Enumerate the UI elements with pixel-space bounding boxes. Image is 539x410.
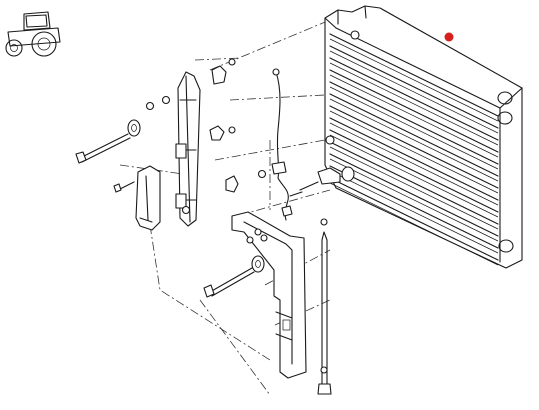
condenser-tube [329,165,499,249]
condenser-tube [329,81,499,165]
condenser-tube [329,57,499,141]
condenser-tube [329,105,499,189]
callout-marker [444,32,454,42]
condenser-tube-edge [329,110,499,194]
assembly-guide-lines [119,19,331,396]
bolt-small [113,181,135,193]
condenser-tube-edge [329,38,499,122]
condenser-tube-edge [329,74,499,158]
condenser-tube [329,93,499,177]
tractor-icon [5,11,61,57]
sensor-cable [271,68,293,221]
condenser-tube [329,69,499,153]
condenser-core [324,5,523,269]
condenser-tube [329,117,499,201]
condenser-tube-edge [329,134,499,218]
bolt-lower [203,267,255,298]
nut [145,58,328,374]
condenser-tube-edge [329,62,499,146]
condenser-tube-edge [329,86,499,170]
side-bracket [175,71,201,227]
condenser-tube [329,141,499,225]
condenser-tube-edge [329,122,499,206]
condenser-tube-edge [329,50,499,134]
condenser-tube [329,129,499,213]
handle [135,165,161,231]
hose-fitting [289,166,355,197]
mounting-plate [231,211,307,379]
condenser-tube-edge [329,158,499,242]
condenser-tube [329,153,499,237]
condenser-tube-edge [329,98,499,182]
washer [127,119,265,273]
bolt-upper [75,133,131,164]
condenser-tube [329,177,499,261]
condenser-tube-edge [329,182,499,266]
condenser-tube [329,33,499,117]
support-rod [317,231,332,395]
condenser-tube-edge [329,146,499,230]
condenser-tube [329,45,499,129]
condenser-tube-edge [329,170,499,254]
